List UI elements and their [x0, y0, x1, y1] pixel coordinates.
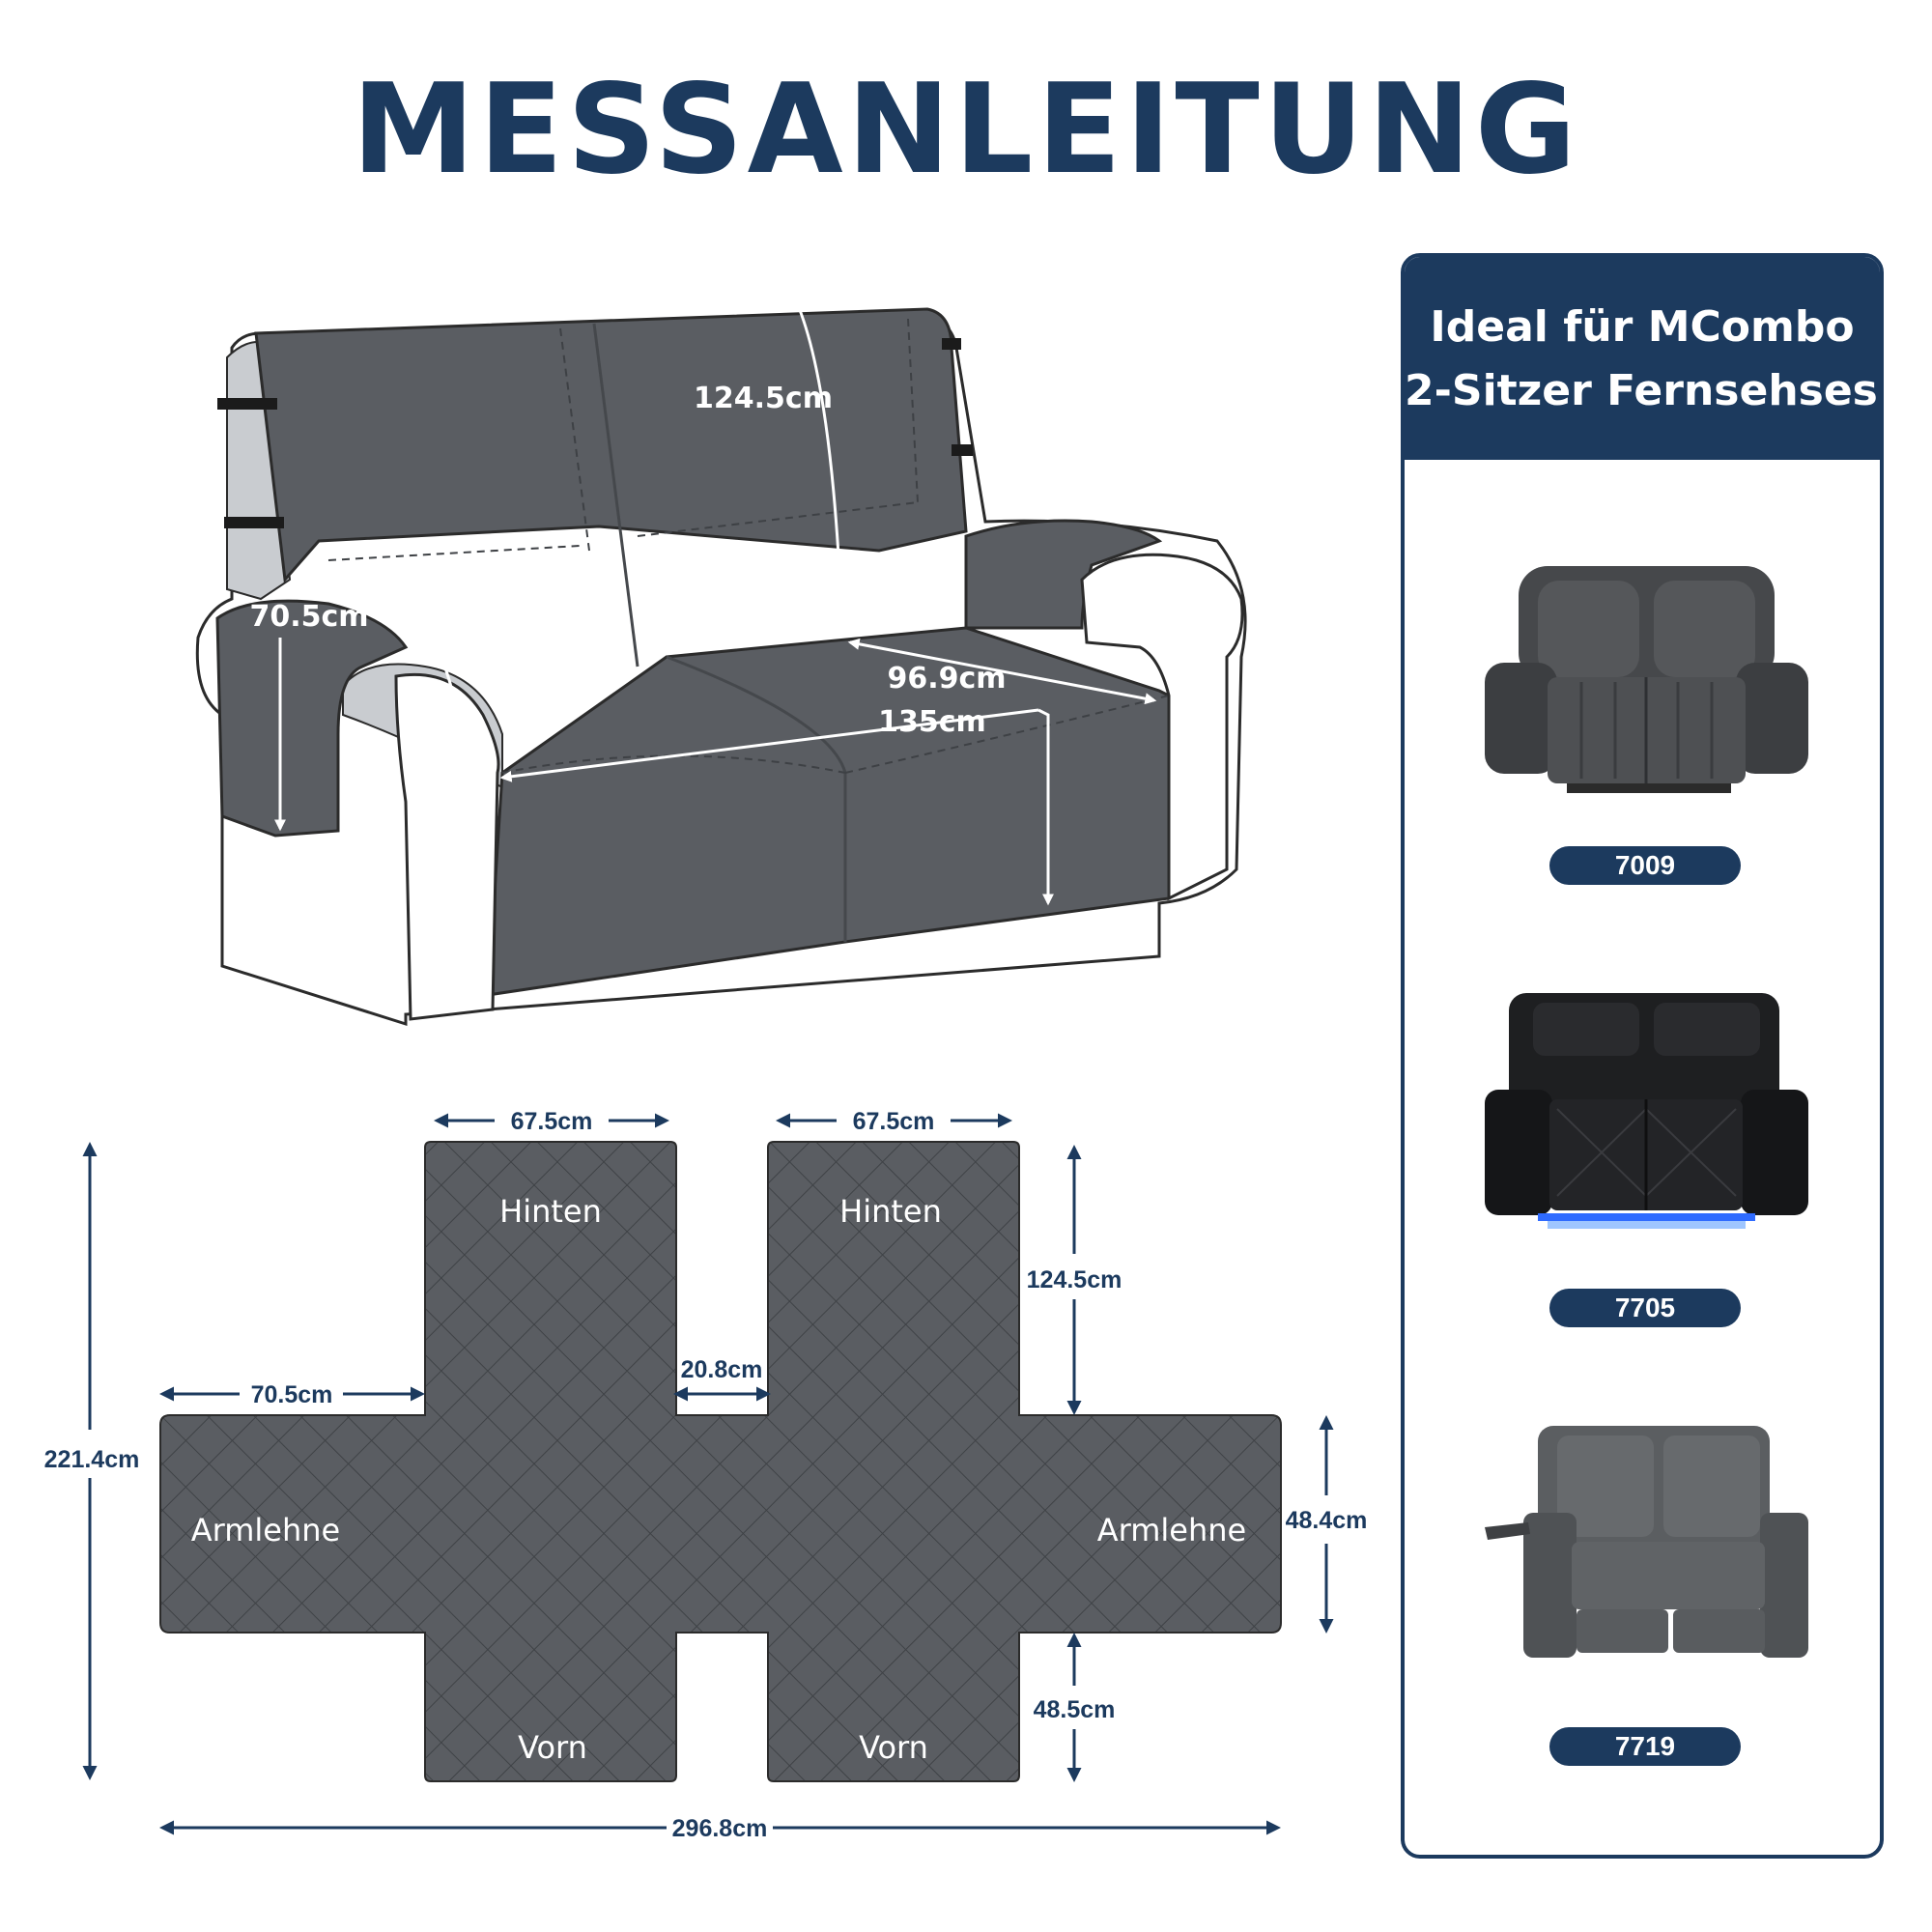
- seat-width-arrow: [499, 708, 1039, 782]
- sofa-seat-width-label: 135cm: [878, 705, 986, 739]
- label-back-left: Hinten: [499, 1193, 602, 1230]
- strap: [224, 517, 284, 528]
- recliner-7705-image: [1485, 993, 1808, 1229]
- dim-front-height: 48.5cm: [1034, 1696, 1116, 1723]
- left-arm-cover: [215, 599, 409, 838]
- panel-header: Ideal für MCombo 2-Sitzer Fernsehsessel: [1405, 257, 1880, 460]
- recliner-7719-image: [1485, 1426, 1808, 1658]
- arm-length-arrow-horizontal: [366, 605, 466, 756]
- dim-top-width-left: 67.5cm: [511, 1108, 593, 1135]
- strap: [942, 338, 961, 350]
- back-height-arrow: [697, 247, 803, 293]
- label-front-right: Vorn: [859, 1729, 928, 1766]
- page-title: MESSANLEITUNG: [352, 58, 1580, 202]
- model-badge-7719: 7719: [1549, 1727, 1741, 1766]
- panel-heading-line2: 2-Sitzer Fernsehsessel: [1405, 366, 1880, 415]
- model-badge-7009: 7009: [1549, 846, 1741, 885]
- label-arm-right: Armlehne: [1097, 1512, 1246, 1548]
- dim-arm-height: 48.4cm: [1286, 1507, 1368, 1534]
- label-front-left: Vorn: [518, 1729, 587, 1766]
- sofa-arm-length-label: 70.5cm: [249, 600, 368, 634]
- dim-arm-width: 70.5cm: [251, 1381, 333, 1408]
- cover-shape: [159, 1141, 1282, 1782]
- label-arm-left: Armlehne: [191, 1512, 340, 1548]
- sofa-back-height-label: 124.5cm: [694, 382, 833, 415]
- dim-total-height: 221.4cm: [44, 1446, 140, 1473]
- left-arm-roll: [394, 672, 500, 1021]
- panel-heading-line1: Ideal für MCombo: [1430, 302, 1855, 352]
- back-height-line: [776, 269, 848, 636]
- sofa-illustration: 124.5cm 70.5cm 96.9cm 135cm: [195, 247, 1247, 1027]
- strap: [952, 444, 973, 456]
- dim-top-width-right: 67.5cm: [853, 1108, 935, 1135]
- strap: [217, 398, 277, 410]
- dim-back-height: 124.5cm: [1027, 1266, 1122, 1293]
- back-cover: [254, 307, 968, 583]
- compatible-models-panel: Ideal für MCombo 2-Sitzer Fernsehsessel …: [1401, 253, 1884, 1859]
- seat-depth-arrow: [847, 638, 1157, 705]
- model-badge-7705: 7705: [1549, 1289, 1741, 1327]
- flat-cover-layout: Hinten Hinten Armlehne Armlehne Vorn Vor…: [44, 1108, 1368, 1842]
- dim-gap: 20.8cm: [681, 1356, 763, 1383]
- dim-total-width: 296.8cm: [672, 1815, 768, 1842]
- label-back-right: Hinten: [839, 1193, 942, 1230]
- sofa-seat-depth-label: 96.9cm: [887, 662, 1006, 696]
- recliner-7009-image: [1485, 566, 1808, 793]
